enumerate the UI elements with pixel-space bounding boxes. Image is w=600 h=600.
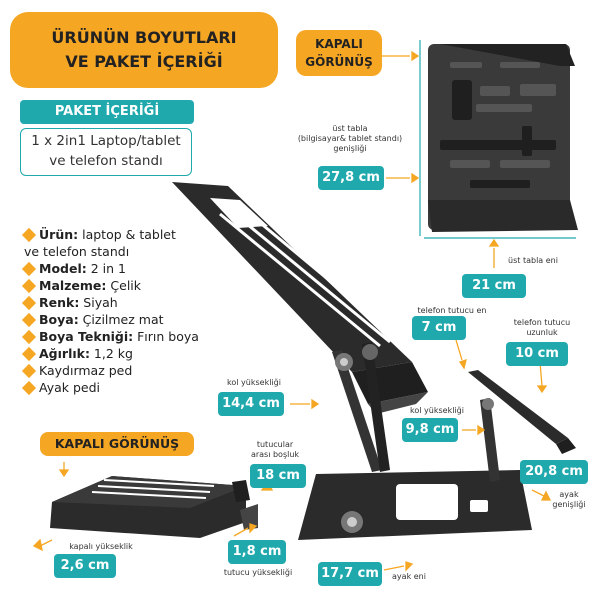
diamond-bullet-icon — [21, 278, 37, 293]
diamond-bullet-icon — [21, 227, 37, 242]
title-line-2: VE PAKET İÇERİĞİ — [65, 52, 223, 71]
title-banner: ÜRÜNÜN BOYUTLARI VE PAKET İÇERİĞİ — [10, 12, 278, 88]
arm-height-phone-value: 9,8 cm — [402, 418, 458, 442]
spec-item: Renk: Siyah — [21, 294, 234, 311]
diamond-bullet-icon — [21, 346, 37, 361]
package-title: PAKET İÇERİĞİ — [20, 100, 194, 124]
phone-holder-length-value: 10 cm — [506, 342, 568, 366]
holder-height-value: 1,8 cm — [228, 540, 286, 564]
spec-item: Ağırlık: 1,2 kg — [21, 345, 234, 362]
phone-holder-width-caption: telefon tutucu en — [417, 306, 487, 315]
closed-height-caption: kapalı yükseklik — [69, 542, 133, 551]
closed-view-label-top: KAPALI GÖRÜNÜŞ — [296, 30, 382, 76]
closed-stand-side-image — [50, 476, 258, 538]
package-contents: 1 x 2in1 Laptop/tablet ve telefon standı — [20, 128, 192, 176]
closed-stand-image — [428, 44, 578, 232]
spec-item: Malzeme: Çelik — [21, 277, 234, 294]
foot-width-caption: ayak genişliği — [552, 490, 586, 509]
outline-guides — [419, 40, 576, 239]
diamond-bullet-icon — [21, 363, 37, 378]
top-width-value: 27,8 cm — [318, 166, 384, 190]
holder-gap-value: 18 cm — [250, 464, 306, 488]
diamond-bullet-icon — [21, 261, 37, 276]
holder-gap-caption: tutucular arası boşluk — [250, 440, 300, 459]
diamond-bullet-icon — [21, 329, 37, 344]
foot-depth-caption: ayak eni — [392, 572, 426, 581]
top-depth-caption: üst tabla eni — [508, 256, 558, 265]
closed-height-value: 2,6 cm — [54, 554, 116, 578]
spec-item: Kaydırmaz ped — [21, 362, 234, 379]
title-line-1: ÜRÜNÜN BOYUTLARI — [51, 28, 237, 47]
phone-holder-length-caption: telefon tutucu uzunluk — [513, 318, 571, 337]
spec-item: Boya: Çizilmez mat — [21, 311, 234, 328]
spec-item: Ayak pedi — [21, 379, 234, 396]
arm-height-value: 14,4 cm — [218, 392, 284, 416]
arm-height-phone-caption: kol yüksekliği — [410, 406, 464, 415]
phone-holder-width-value: 7 cm — [412, 316, 466, 340]
spec-list: Ürün: laptop & tablet ve telefon standı … — [21, 226, 234, 396]
closed-view-label-bottom: KAPALI GÖRÜNÜŞ — [40, 432, 194, 456]
holder-height-caption: tutucu yüksekliği — [223, 568, 293, 577]
spec-item: Boya Tekniği: Fırın boya — [21, 328, 234, 345]
spec-item: ve telefon standı — [24, 244, 130, 259]
open-laptop-stand-image — [172, 182, 576, 540]
foot-width-value: 20,8 cm — [520, 460, 588, 484]
diamond-bullet-icon — [21, 312, 37, 327]
top-depth-value: 21 cm — [462, 274, 526, 298]
diamond-bullet-icon — [21, 295, 37, 310]
diamond-bullet-icon — [21, 380, 37, 395]
spec-item: Model: 2 in 1 — [21, 260, 234, 277]
foot-depth-value: 17,7 cm — [318, 562, 382, 586]
top-width-caption: üst tabla (bilgisayar& tablet standı) ge… — [297, 124, 403, 153]
arm-height-caption: kol yüksekliği — [227, 378, 281, 387]
spec-item: Ürün: laptop & tablet — [21, 226, 234, 243]
